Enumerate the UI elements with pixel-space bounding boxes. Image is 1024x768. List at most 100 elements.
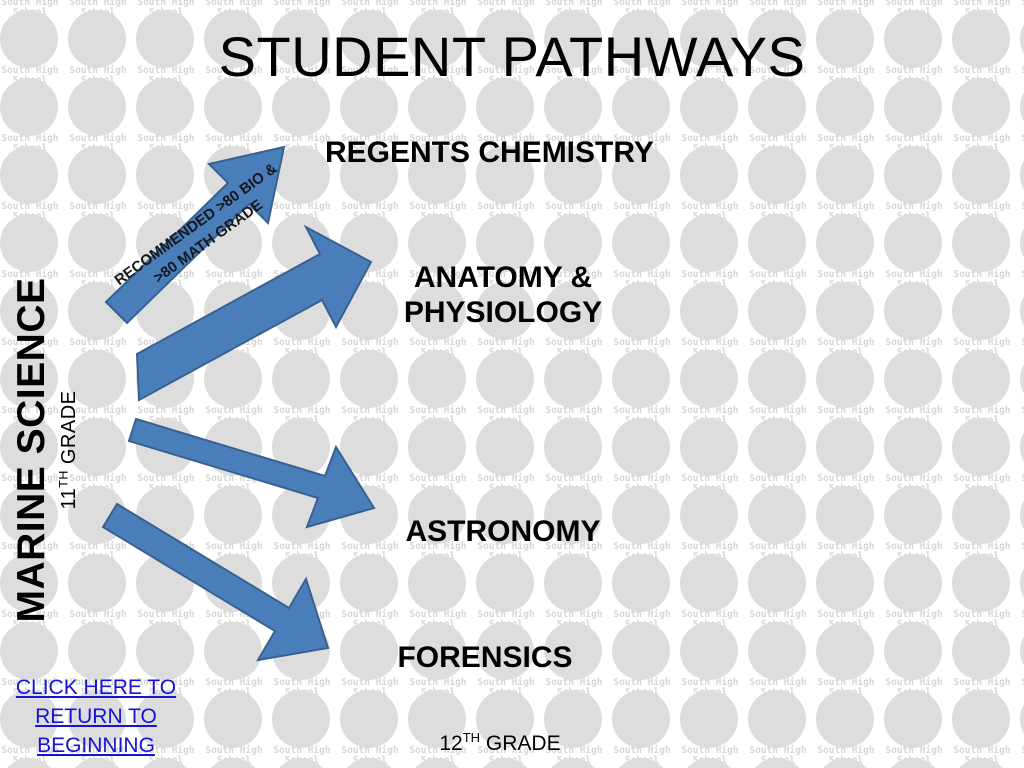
watermark-tile: South HighSchool — [812, 758, 880, 768]
return-to-beginning-link[interactable]: CLICK HERE TO RETURN TO BEGINNING — [15, 676, 177, 757]
watermark-circle — [136, 10, 194, 68]
watermark-circle — [816, 486, 874, 544]
watermark-circle — [612, 690, 670, 748]
watermark-circle — [1020, 146, 1024, 204]
watermark-circle — [748, 214, 806, 272]
watermark-text: South HighSchool — [1016, 474, 1024, 494]
watermark-circle — [612, 350, 670, 408]
grade-11-ordinal: TH — [56, 470, 71, 488]
grade-12-label: 12TH GRADE — [380, 730, 620, 756]
watermark-circle — [0, 418, 58, 476]
watermark-circle — [816, 282, 874, 340]
watermark-tile: South HighSchool — [1016, 214, 1024, 282]
watermark-circle — [408, 690, 466, 748]
watermark-circle — [884, 690, 942, 748]
watermark-tile: South HighSchool — [880, 622, 948, 698]
watermark-tile: South HighSchool — [744, 758, 812, 768]
watermark-tile: South HighSchool — [1016, 10, 1024, 78]
watermark-circle — [476, 554, 534, 612]
arrow-to-astronomy — [127, 417, 376, 529]
grade-11-suffix: GRADE — [58, 390, 80, 471]
watermark-circle — [1020, 10, 1024, 68]
watermark-tile: South HighSchool — [336, 78, 404, 154]
pathway-label-regents-chemistry: REGENTS CHEMISTRY — [325, 136, 654, 169]
watermark-circle — [272, 78, 330, 136]
watermark-circle — [204, 78, 262, 136]
watermark-circle — [748, 690, 806, 748]
watermark-circle — [884, 622, 942, 680]
watermark-circle — [408, 10, 466, 68]
pathway-label-anatomy-line-1: ANATOMY & — [413, 261, 593, 294]
watermark-tile: South HighSchool — [200, 690, 268, 766]
watermark-circle — [544, 554, 602, 612]
watermark-tile: South HighSchool — [472, 758, 540, 768]
watermark-circle — [748, 282, 806, 340]
watermark-circle — [340, 10, 398, 68]
watermark-circle — [136, 758, 194, 768]
watermark-circle — [816, 758, 874, 768]
marine-science-label: MARINE SCIENCE — [10, 277, 53, 623]
watermark-circle — [816, 78, 874, 136]
watermark-tile: South HighSchool — [676, 758, 744, 768]
watermark-circle — [748, 486, 806, 544]
watermark-circle — [612, 282, 670, 340]
watermark-text: South HighSchool — [1016, 610, 1024, 630]
watermark-circle — [884, 418, 942, 476]
watermark-circle — [748, 622, 806, 680]
watermark-circle — [1020, 282, 1024, 340]
watermark-circle — [1020, 418, 1024, 476]
watermark-circle — [952, 418, 1010, 476]
watermark-tile: South HighSchool — [880, 10, 948, 86]
watermark-tile: South HighSchool — [880, 758, 948, 768]
watermark-circle — [408, 146, 466, 204]
watermark-circle — [68, 690, 126, 748]
watermark-circle — [204, 10, 262, 68]
watermark-tile: South HighSchool — [1016, 0, 1024, 10]
watermark-circle — [748, 78, 806, 136]
watermark-circle — [272, 10, 330, 68]
watermark-tile: South HighSchool — [744, 690, 812, 766]
watermark-circle — [952, 690, 1010, 748]
watermark-circle — [816, 10, 874, 68]
watermark-circle — [816, 214, 874, 272]
watermark-text: South HighSchool — [1016, 202, 1024, 222]
pathway-label-astronomy: ASTRONOMY — [405, 515, 601, 548]
left-grade-column: MARINE SCIENCE 11TH GRADE — [10, 230, 80, 670]
watermark-text: South HighSchool — [1016, 406, 1024, 426]
watermark-circle — [0, 214, 58, 272]
watermark-circle — [952, 282, 1010, 340]
watermark-circle — [0, 486, 58, 544]
watermark-tile: South HighSchool — [540, 78, 608, 154]
grade-12-ordinal: TH — [462, 730, 481, 745]
watermark-circle — [1020, 78, 1024, 136]
watermark-tile: South HighSchool — [812, 554, 880, 630]
watermark-tile: South HighSchool — [404, 282, 472, 358]
watermark-circle — [1020, 622, 1024, 680]
watermark-circle — [544, 350, 602, 408]
page-title: STUDENT PATHWAYS — [218, 25, 806, 88]
watermark-tile: South HighSchool — [200, 758, 268, 768]
watermark-text: South HighSchool — [1016, 542, 1024, 562]
watermark-circle — [476, 690, 534, 748]
arrow-note-line-1: RECOMMENDED >80 BIO & — [111, 159, 281, 290]
arrow-recommendation-note: RECOMMENDED >80 BIO & >80 MATH GRADE — [84, 140, 319, 327]
watermark-tile: South HighSchool — [1016, 554, 1024, 622]
watermark-circle — [1020, 690, 1024, 748]
watermark-circle — [0, 690, 58, 748]
watermark-circle — [680, 10, 738, 68]
watermark-tile: South HighSchool — [608, 758, 676, 768]
watermark-circle — [952, 554, 1010, 612]
watermark-circle — [408, 350, 466, 408]
watermark-tile: South HighSchool — [404, 554, 472, 630]
watermark-circle — [952, 146, 1010, 204]
watermark-tile: South HighSchool — [744, 486, 812, 562]
watermark-circle — [544, 78, 602, 136]
watermark-circle — [612, 554, 670, 612]
watermark-circle — [68, 10, 126, 68]
watermark-circle — [748, 554, 806, 612]
watermark-circle — [612, 78, 670, 136]
watermark-tile: South HighSchool — [0, 146, 64, 222]
watermark-tile: South HighSchool — [812, 486, 880, 562]
watermark-circle — [680, 78, 738, 136]
